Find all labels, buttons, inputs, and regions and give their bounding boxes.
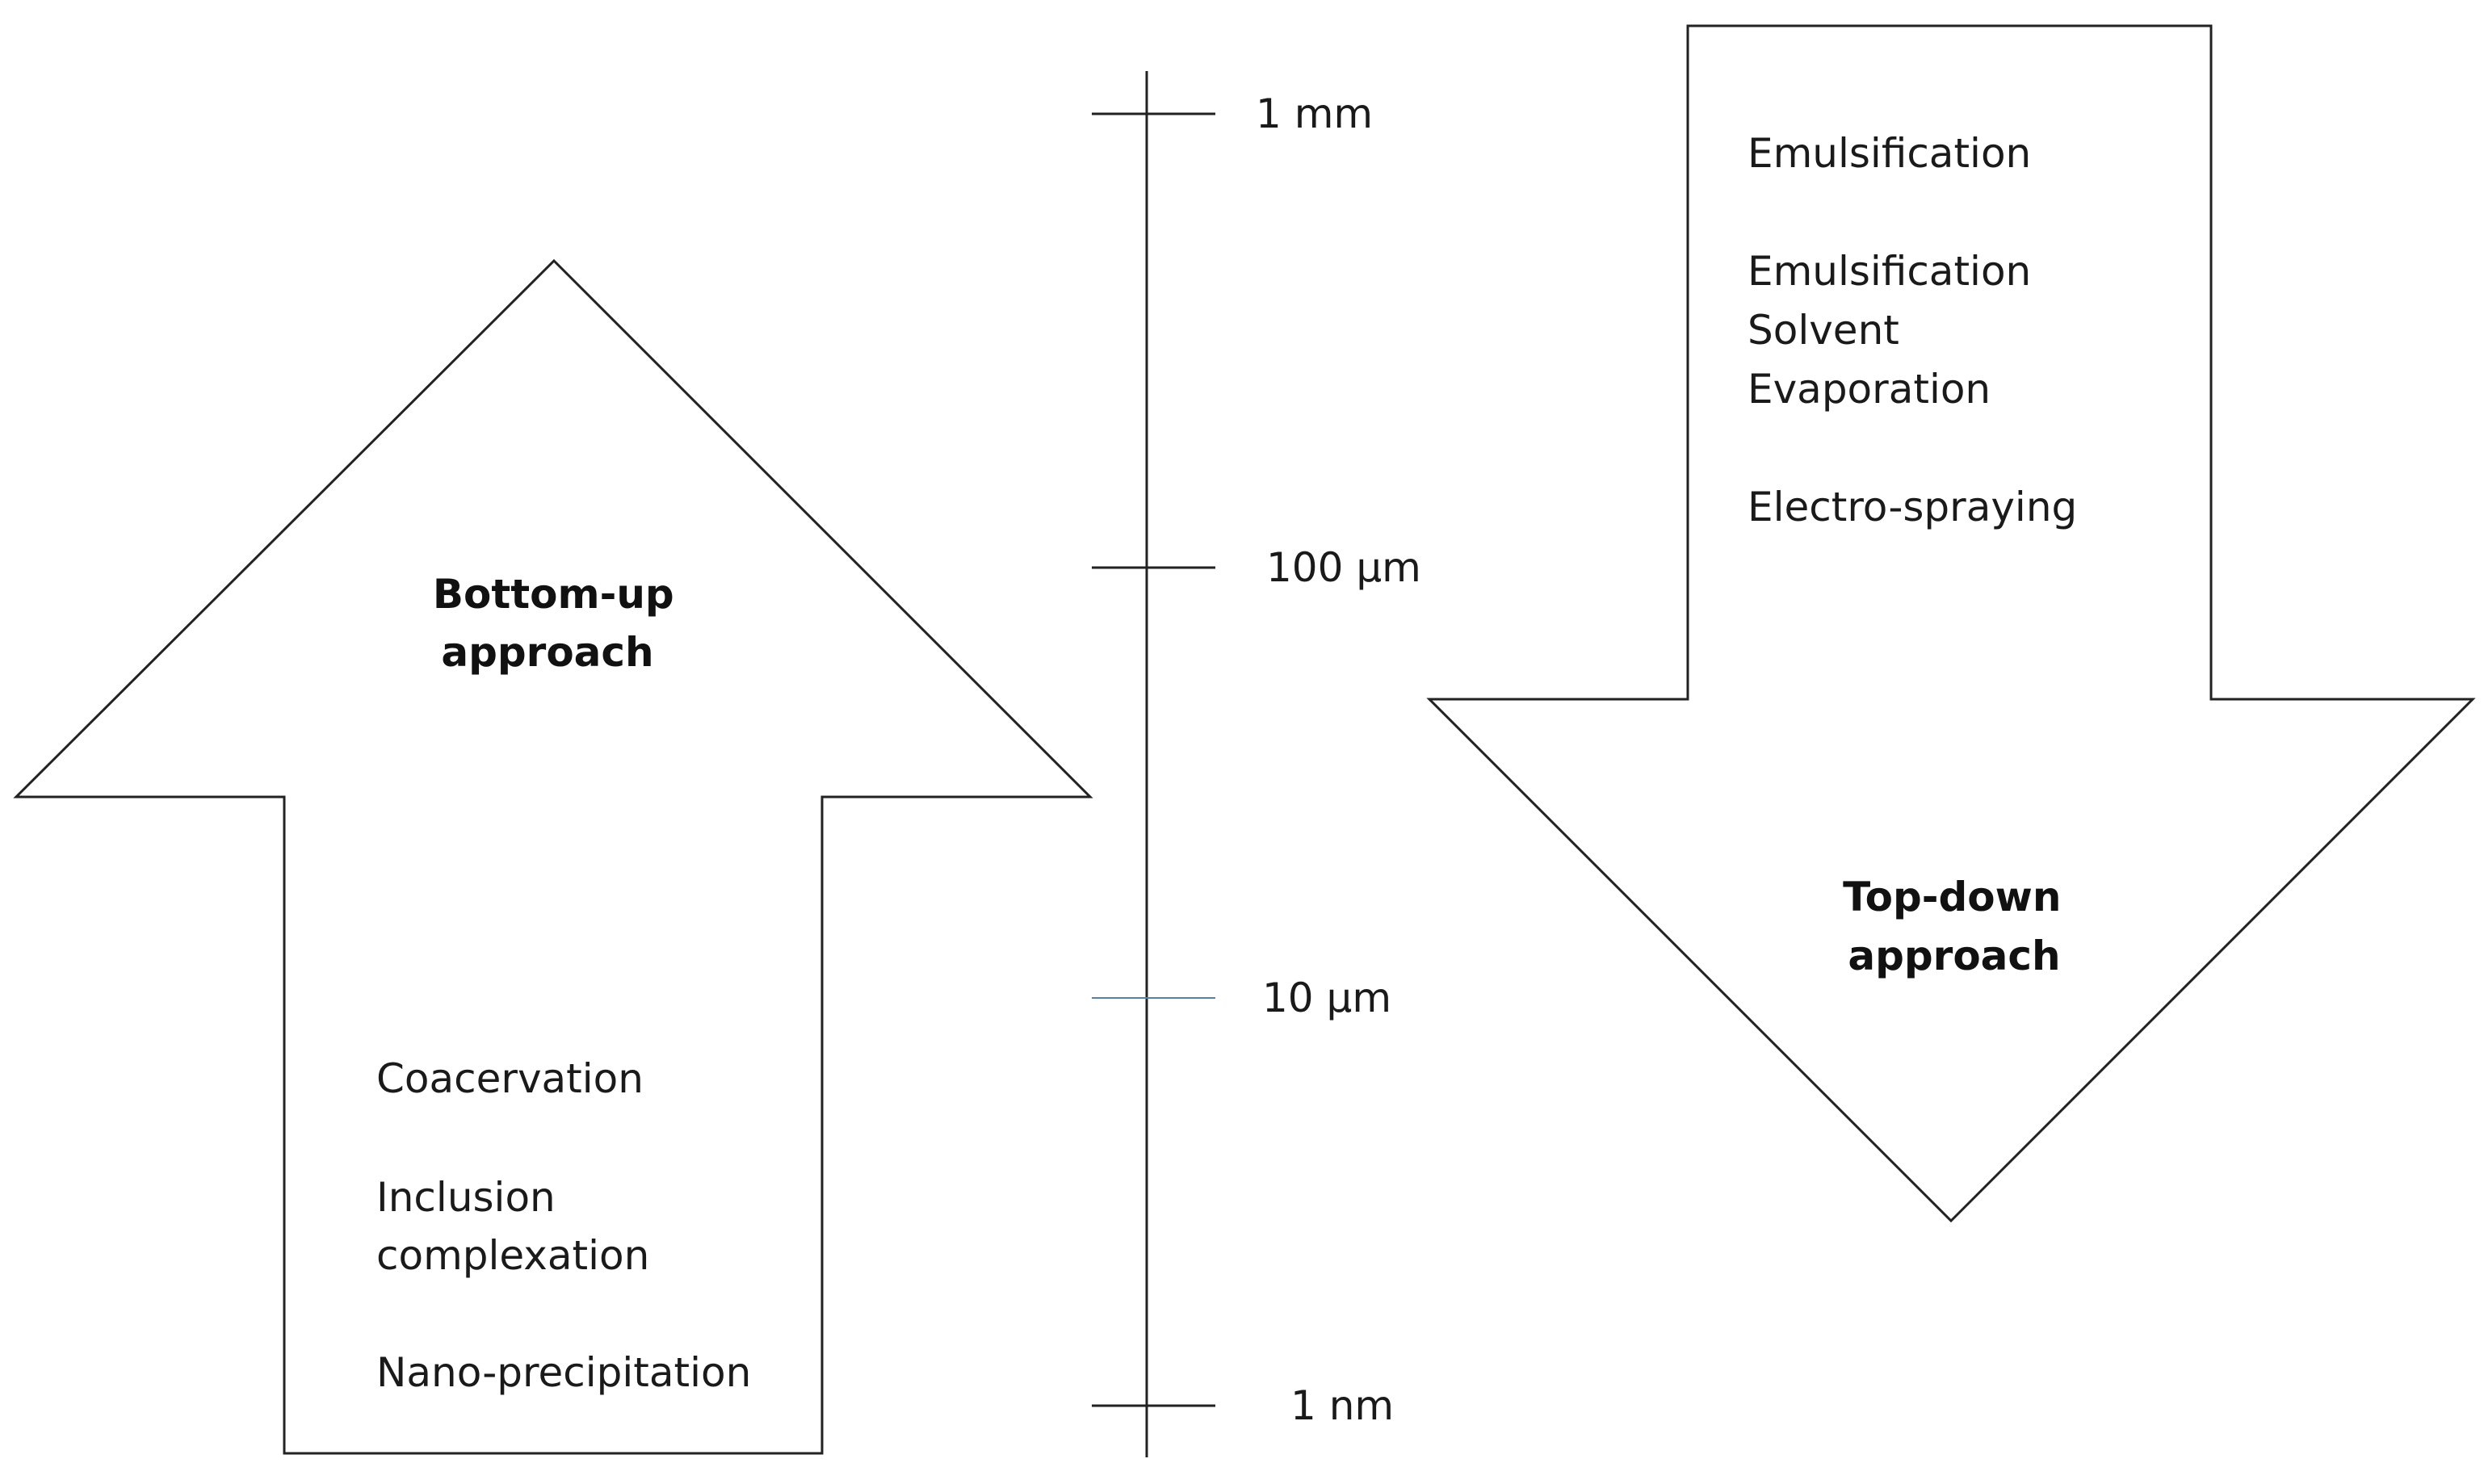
bottom-up-method-coacervation: Coacervation <box>376 1055 644 1102</box>
method-line: Evaporation <box>1748 366 1991 413</box>
method-line: Coacervation <box>376 1055 644 1102</box>
size-scale: 1 mm 100 µm 10 µm 1 nm <box>1092 71 1421 1457</box>
top-down-heading-line-2: approach <box>1848 933 2060 979</box>
method-line: complexation <box>376 1232 649 1279</box>
bottom-up-heading: Bottom-up approach <box>433 571 688 676</box>
scale-label-100um: 100 µm <box>1266 544 1421 591</box>
method-line: Electro-spraying <box>1748 484 2077 530</box>
top-down-method-electro-spraying: Electro-spraying <box>1748 484 2077 530</box>
scale-label-1nm: 1 nm <box>1290 1382 1394 1429</box>
method-line: Nano-precipitation <box>376 1349 751 1396</box>
top-down-heading-line-1: Top-down <box>1843 874 2061 920</box>
scale-label-10um: 10 µm <box>1262 975 1391 1021</box>
bottom-up-arrow-shape <box>13 258 1093 1455</box>
top-down-heading: Top-down approach <box>1843 874 2075 979</box>
bottom-up-arrow: Bottom-up approach Coacervation Inclusio… <box>13 258 1093 1455</box>
bottom-up-method-inclusion-complexation: Inclusion complexation <box>376 1174 649 1279</box>
method-line: Emulsification <box>1748 130 2031 177</box>
bottom-up-method-nano-precipitation: Nano-precipitation <box>376 1349 751 1396</box>
method-line: Inclusion <box>376 1174 556 1221</box>
method-line: Emulsification <box>1748 248 2031 295</box>
bottom-up-heading-line-2: approach <box>441 629 653 676</box>
scale-label-1mm: 1 mm <box>1256 90 1373 137</box>
top-down-method-emulsification: Emulsification <box>1748 130 2031 177</box>
bottom-up-heading-line-1: Bottom-up <box>433 571 674 618</box>
top-down-arrow-shape <box>1426 24 2476 1223</box>
method-line: Solvent <box>1748 307 1899 354</box>
top-down-method-emulsification-solvent-evaporation: Emulsification Solvent Evaporation <box>1748 248 2044 413</box>
top-down-arrow: Emulsification Emulsification Solvent Ev… <box>1426 24 2476 1223</box>
